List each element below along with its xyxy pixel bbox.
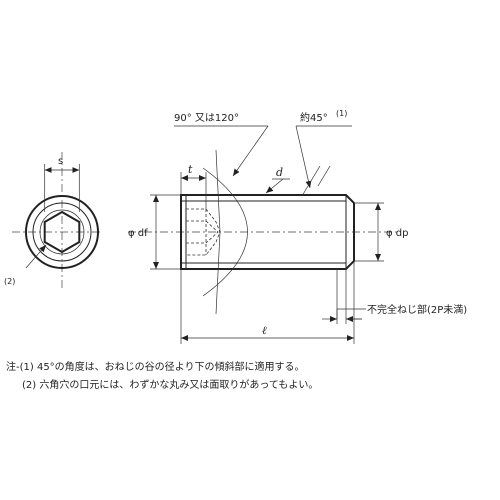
chamfer-angle-line-1 <box>301 165 321 197</box>
chamfer-angle-line-2 <box>317 165 331 187</box>
angle-arc <box>202 167 248 297</box>
socket-cone-tip <box>205 220 219 244</box>
end-view-note-ref: (2) <box>4 277 15 286</box>
d-label: d <box>276 166 283 179</box>
socket-chamfer-circle <box>39 209 85 255</box>
hex-socket <box>43 210 81 254</box>
note2-leader <box>25 244 47 269</box>
angle-line-bottom <box>215 231 221 315</box>
outer-thread-circle <box>25 195 99 269</box>
chamfer-angle-note-ref: (1) <box>336 109 347 118</box>
incomplete-thread-label: 不完全ねじ部(2P未満) <box>367 303 467 316</box>
note-1: 注-(1) 45°の角度は、おねじの谷の径より下の傾斜部に適用する。 <box>6 362 305 373</box>
side-view: t d 90° 又は120° 約45° (1) φ df φ dp <box>128 109 467 344</box>
angle-option-label: 90° 又は120° <box>174 112 239 124</box>
l-label: ℓ <box>262 324 267 337</box>
chamfer-angle-leader <box>295 125 312 189</box>
end-view: s (2) <box>4 152 102 290</box>
inner-thread-circle <box>32 202 92 262</box>
chamfer-angle-label: 約45° <box>300 111 328 124</box>
dp-label: φ dp <box>386 228 408 239</box>
d-leader <box>265 178 284 194</box>
angle-line-top <box>215 149 221 233</box>
note-2: (2) 六角穴の口元には、わずかな丸み又は面取りがあってもよい。 <box>22 380 319 391</box>
s-label: s <box>58 156 63 167</box>
df-label: φ df <box>128 228 148 239</box>
t-label: t <box>188 163 193 176</box>
angle-option-leader <box>232 125 269 177</box>
